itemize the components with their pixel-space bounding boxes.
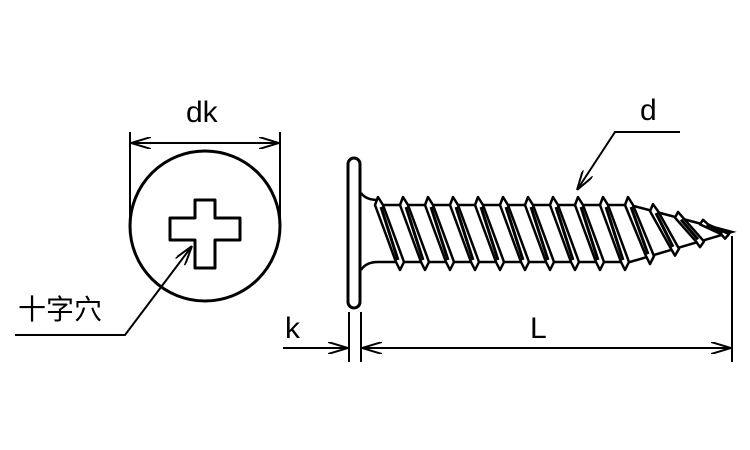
thread-shade [379,206,400,261]
thread-shade [604,206,625,261]
head-top-view [128,149,282,303]
thread-shade [679,218,700,241]
recess-leader [15,246,192,336]
thread-shade [529,206,550,261]
screw-head-side [346,156,362,310]
phillips-recess-icon [168,198,242,270]
thread-shade [479,206,500,261]
d-label: d [640,94,657,127]
l-label: L [530,312,547,345]
thread-shade [504,206,525,261]
thread-shade [429,206,450,261]
thread-shade [554,206,575,261]
dk-label: dk [186,96,218,129]
screw-threads [373,195,737,272]
thread-shade [705,224,724,234]
thread-shade [654,212,675,248]
k-label: k [285,312,300,345]
d-leader [577,131,680,190]
recess-label: 十字穴 [18,294,103,325]
thread-shade [629,206,650,255]
thread-shade [579,206,600,261]
thread-shade [404,206,425,261]
thread-shade [454,206,475,261]
